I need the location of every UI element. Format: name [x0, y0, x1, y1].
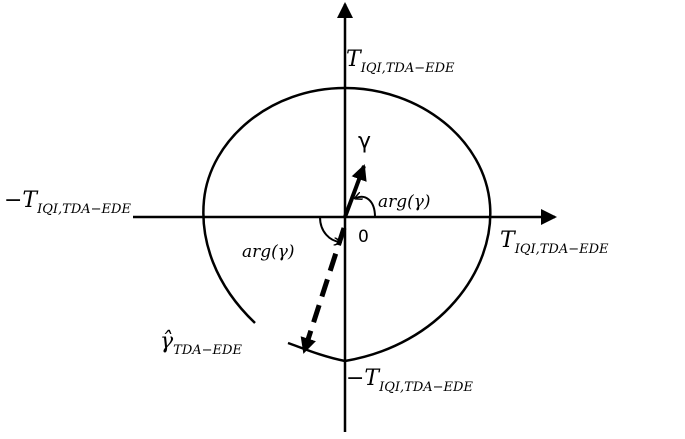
- threshold-circle: [202, 86, 492, 363]
- label-left: −TIQI,TDA−EDE: [4, 188, 131, 217]
- label-gamma-hat: γ̂TDA−EDE: [160, 329, 242, 358]
- label-gamma: γ: [358, 129, 371, 154]
- arg-arc-lower: [319, 216, 340, 242]
- gamma-hat-vector: [300, 227, 347, 354]
- arg-arc-upper: [356, 197, 376, 218]
- gamma-vector: [343, 164, 367, 218]
- label-arg-lower: arg(γ): [242, 242, 295, 262]
- label-right: TIQI,TDA−EDE: [500, 228, 609, 257]
- label-origin: 0: [358, 227, 369, 247]
- label-arg-upper: arg(γ): [378, 192, 431, 212]
- label-top: TIQI,TDA−EDE: [346, 47, 455, 76]
- label-bottom: −TIQI,TDA−EDE: [346, 366, 473, 395]
